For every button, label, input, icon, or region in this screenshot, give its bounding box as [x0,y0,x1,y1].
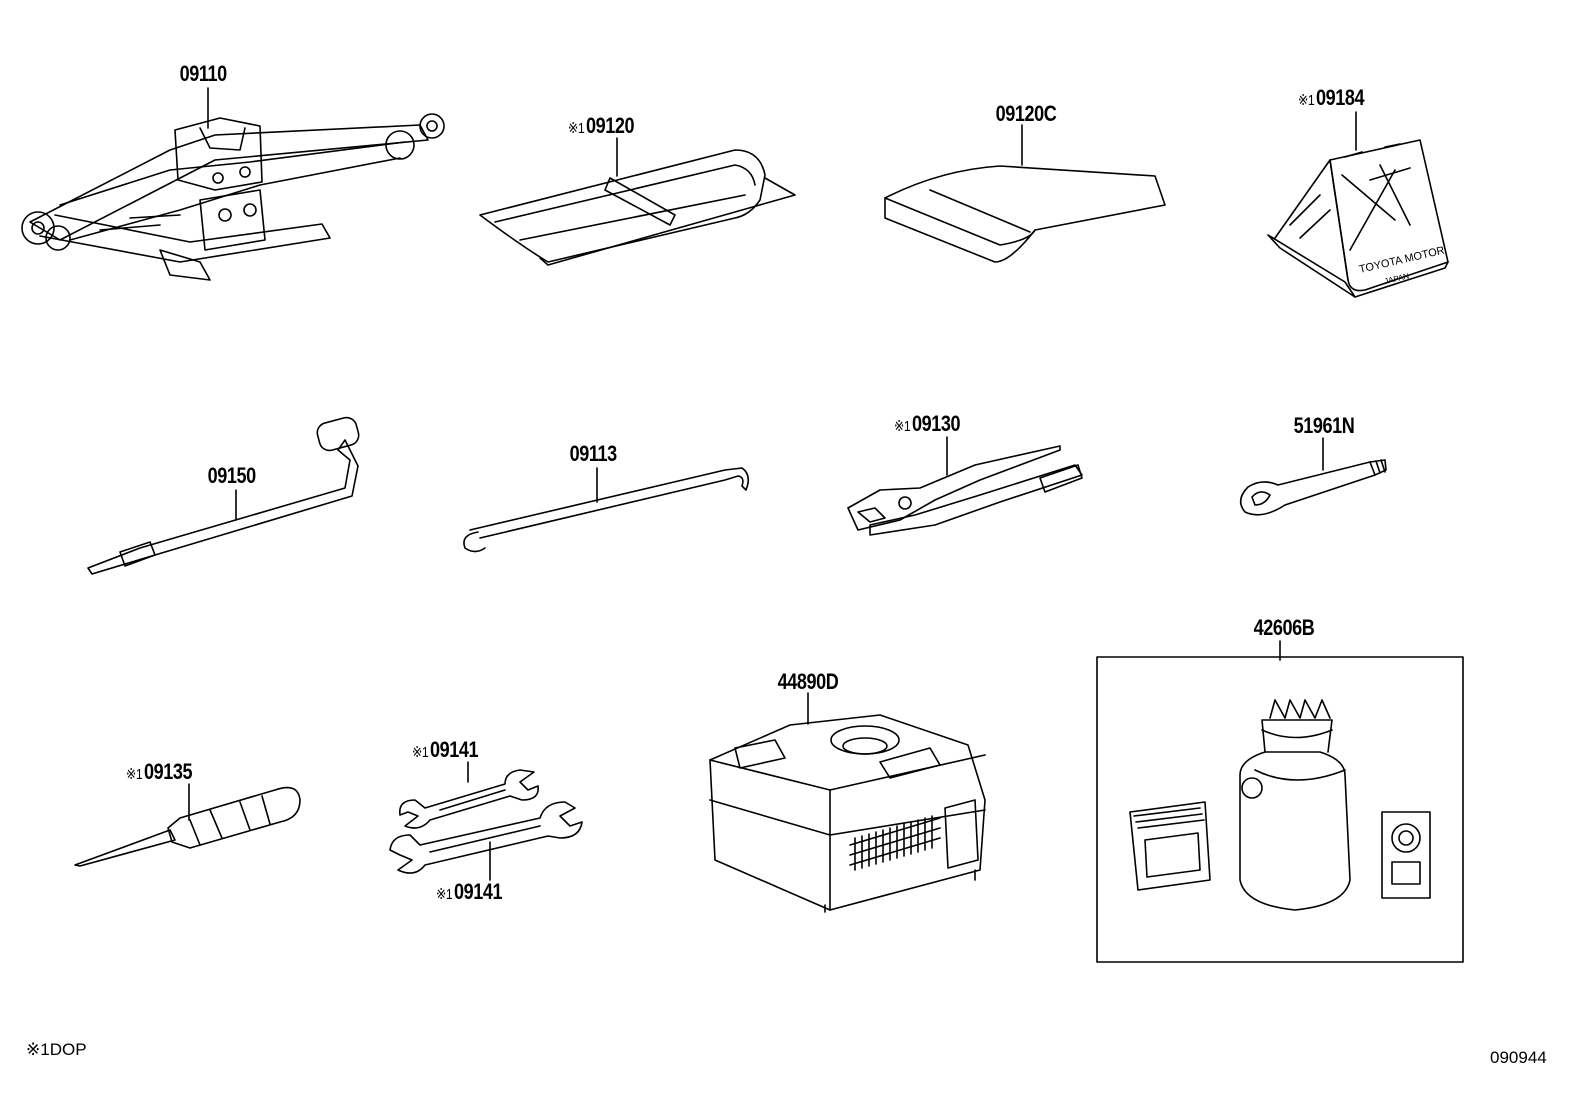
label-09141-bottom: ※109141 [436,879,503,904]
label-09120c: 09120C [995,101,1057,126]
label-09135: ※109135 [126,759,193,784]
tool-bag-drawing [480,138,795,265]
jack-pad-drawing [885,125,1165,262]
jack-handle-drawing [464,468,748,552]
figure-code: 090944 [1490,1048,1547,1067]
tie-down-hook-drawing [1241,438,1386,515]
lug-wrench-drawing [88,415,361,574]
label-09113: 09113 [569,441,618,466]
screwdriver-drawing [75,784,300,866]
label-09110: 09110 [179,61,228,86]
label-44890d: 44890D [777,669,839,694]
label-42606b: 42606B [1253,615,1315,640]
wheel-chock-drawing [1268,112,1448,297]
footnote: ※1DOP [26,1040,87,1059]
label-09120: ※109120 [568,113,635,138]
label-09184: ※109184 [1298,85,1365,110]
label-51961n: 51961N [1293,413,1355,438]
wrench-bottom-drawing [390,802,582,880]
scissor-jack-drawing [22,88,444,280]
wrench-top-drawing [400,762,538,828]
label-09141-top: ※109141 [412,737,479,762]
compressor-drawing [710,693,985,912]
pliers-drawing [848,437,1082,535]
label-09130: ※109130 [894,411,961,436]
repair-kit-drawing [1097,641,1463,962]
label-09150: 09150 [207,463,257,488]
